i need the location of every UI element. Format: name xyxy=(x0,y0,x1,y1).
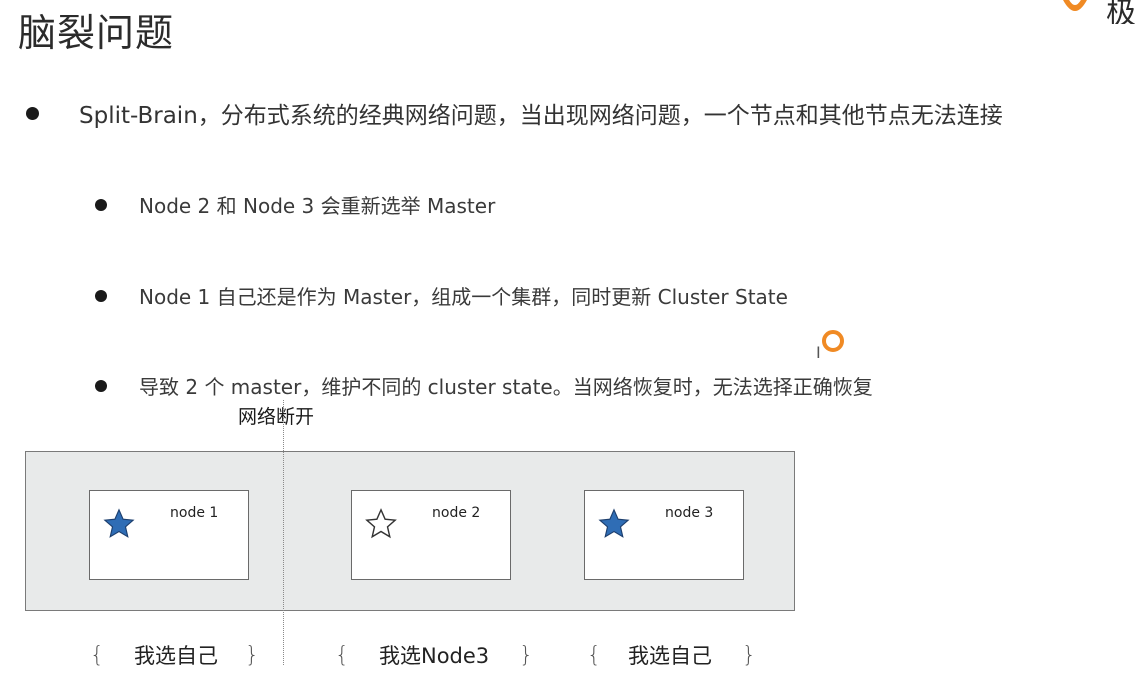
sub-bullet-text: Node 1 自己还是作为 Master，组成一个集群，同时更新 Cluster… xyxy=(139,285,788,309)
brace-open: { xyxy=(90,642,104,668)
logo-text: 极 xyxy=(1106,0,1136,24)
node-label: node 3 xyxy=(665,505,714,521)
choice-text: 我选自己 xyxy=(628,644,712,668)
sub-bullet-2: Node 1 自己还是作为 Master，组成一个集群，同时更新 Cluster… xyxy=(95,281,788,310)
bullet-dot-icon xyxy=(95,198,107,211)
bullet-dot-icon xyxy=(26,106,39,120)
choice-text: 我选自己 xyxy=(134,644,218,668)
network-partition-line xyxy=(283,400,284,665)
brand-logo: 极 xyxy=(1056,0,1146,24)
node-3-choice: { 我选自己 } xyxy=(587,640,756,670)
network-partition-label: 网络断开 xyxy=(238,406,315,428)
sub-bullet-text: Node 2 和 Node 3 会重新选举 Master xyxy=(139,194,496,218)
brace-open: { xyxy=(587,642,601,668)
brace-close: } xyxy=(245,642,259,668)
text-cursor-icon: I xyxy=(816,343,821,362)
bullet-dot-icon xyxy=(95,289,107,302)
node-label: node 2 xyxy=(432,505,481,521)
filled-star-icon xyxy=(103,508,135,538)
brace-close: } xyxy=(742,642,756,668)
main-bullet-text: Split-Brain，分布式系统的经典网络问题，当出现网络问题，一个节点和其他… xyxy=(79,103,1003,129)
bullet-dot-icon xyxy=(95,379,107,392)
slide-title: 脑裂问题 xyxy=(18,11,175,55)
choice-text: 我选Node3 xyxy=(379,644,490,668)
logo-icon xyxy=(1063,0,1087,11)
node-1-box: node 1 xyxy=(89,490,249,580)
brace-close: } xyxy=(519,642,534,668)
node-1-choice: { 我选自己 } xyxy=(90,640,259,670)
cursor-highlight-icon xyxy=(822,330,844,352)
brace-open: { xyxy=(335,642,349,668)
node-label: node 1 xyxy=(170,505,219,521)
outline-star-icon xyxy=(365,508,397,539)
main-bullet: Split-Brain，分布式系统的经典网络问题，当出现网络问题，一个节点和其他… xyxy=(26,96,1003,130)
sub-bullet-text: 导致 2 个 master，维护不同的 cluster state。当网络恢复时… xyxy=(139,375,873,399)
node-3-box: node 3 xyxy=(584,490,744,580)
node-2-box: node 2 xyxy=(351,490,511,580)
sub-bullet-1: Node 2 和 Node 3 会重新选举 Master xyxy=(95,190,495,219)
node-2-choice: { 我选Node3 } xyxy=(335,640,533,670)
filled-star-icon xyxy=(598,508,630,538)
sub-bullet-3: 导致 2 个 master，维护不同的 cluster state。当网络恢复时… xyxy=(95,371,873,400)
